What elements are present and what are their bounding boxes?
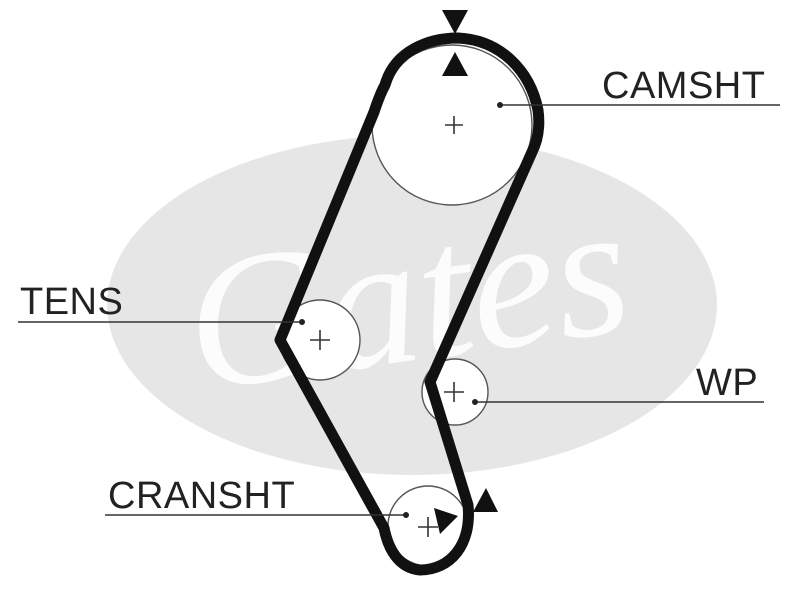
crank-outer-timing-mark-icon	[473, 488, 498, 512]
crankshaft-label: CRANSHT	[108, 475, 295, 517]
crankshaft-center-icon	[418, 517, 438, 537]
timing-marks	[434, 10, 498, 534]
camshaft-timing-mark-icon	[442, 52, 468, 76]
camshaft-leader-dot	[497, 102, 503, 108]
tensioner-label: TENS	[20, 281, 123, 323]
camshaft-label: CAMSHT	[602, 65, 765, 107]
water-pump-label: WP	[696, 362, 758, 404]
labels: CAMSHT TENS WP CRANSHT	[20, 65, 765, 517]
camshaft-center-icon	[445, 116, 463, 134]
tensioner-center-icon	[310, 330, 330, 350]
watermark-ellipse	[107, 135, 717, 475]
pulley-centers	[310, 116, 464, 537]
watermark-logo: Gates	[107, 135, 717, 475]
tensioner-leader-dot	[299, 319, 305, 325]
crank-inner-timing-mark-icon	[434, 508, 458, 534]
timing-belt	[274, 32, 545, 576]
leader-lines	[18, 102, 780, 518]
water-pump-leader-dot	[472, 399, 478, 405]
top-timing-mark-icon	[442, 10, 468, 34]
crankshaft-leader-dot	[403, 512, 409, 518]
water-pump-center-icon	[444, 382, 464, 402]
